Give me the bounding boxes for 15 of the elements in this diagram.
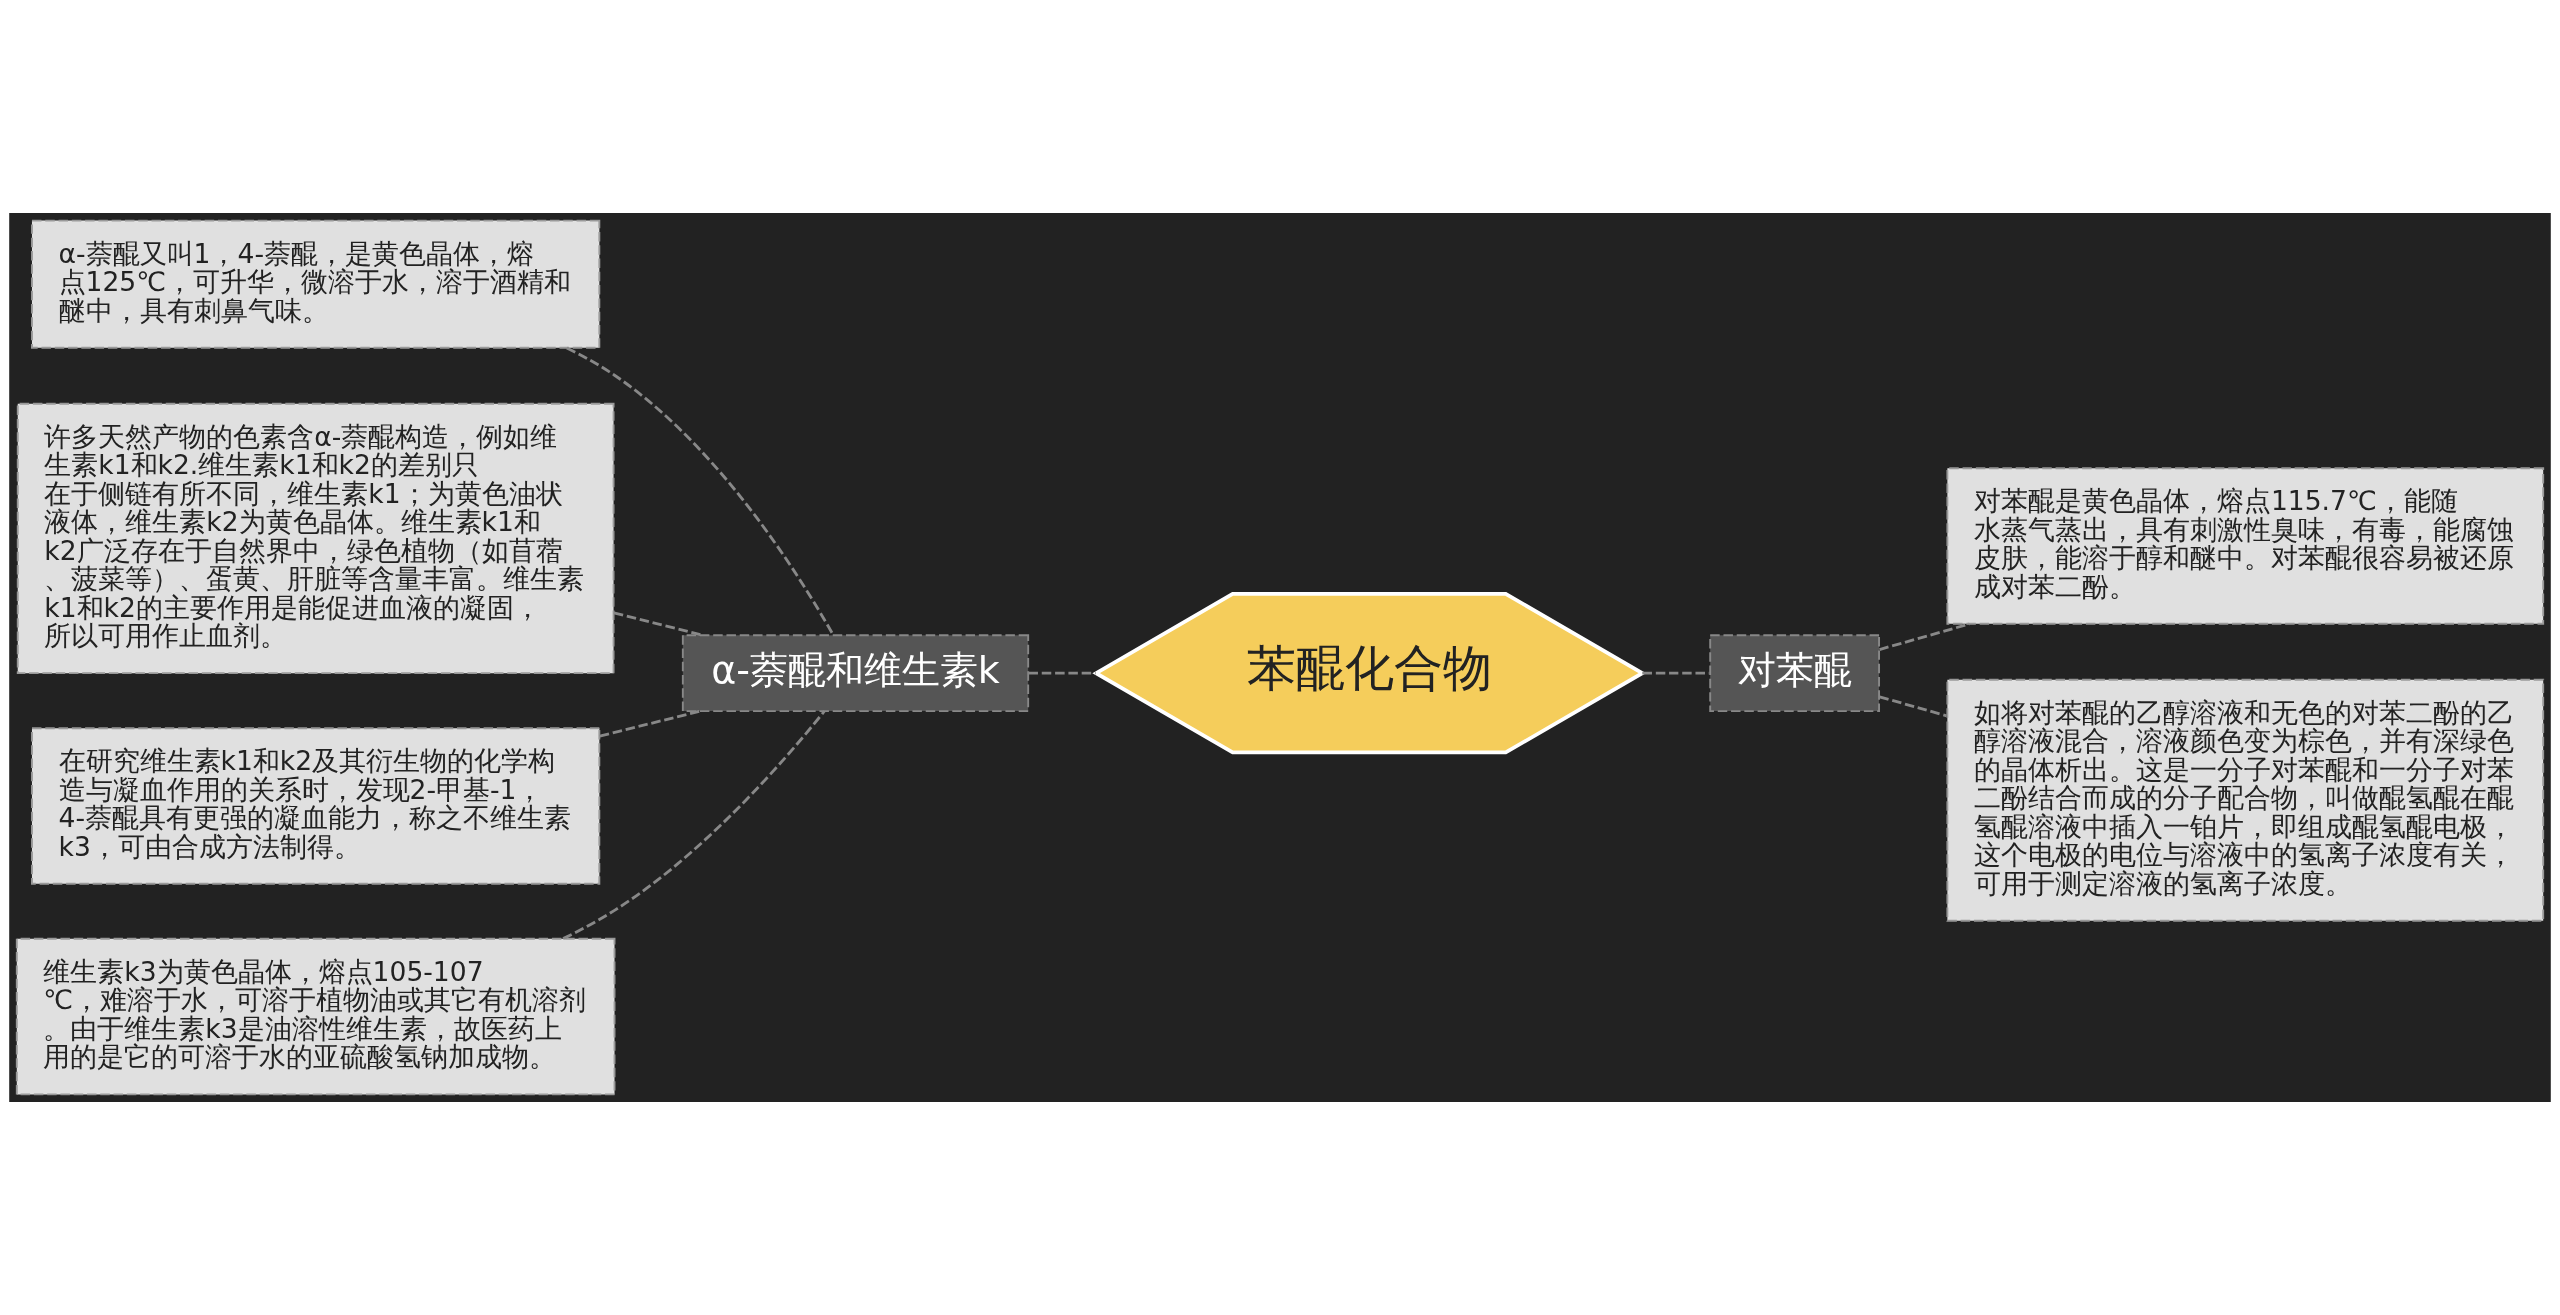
connector xyxy=(1879,695,1947,718)
connector xyxy=(599,709,701,738)
connector xyxy=(562,710,826,940)
node-box: 在研究维生素k1和k2及其衍生物的化学构造与凝血作用的关系时，发现2-甲基-1，4-萘醌具有更强的凝血能力，称之不维生素k3，可由合成方法制得。 xyxy=(31,727,601,885)
connector xyxy=(566,346,835,636)
connector xyxy=(613,611,703,637)
node-box: α-萘醌又叫1，4-萘醌，是黄色晶体，熔点125℃，可升华，微溶于水，溶于酒精和醚中，具有刺鼻气味。 xyxy=(31,219,601,349)
node-box: 许多天然产物的色素含α-萘醌构造，例如维生素k1和k2.维生素k1和k2的差别只在于侧链有所不同，维生素k1；为黄色油状液体，维生素k2为黄色晶体。维生素k1和k2广泛存在于自然界中，绿色植物（如苜蓿、菠菜等）、蛋黄、肝脏等含量丰富。维生素k1和k2的主要作用是能促进血液的凝固，所以可用作止血剂。 xyxy=(16,402,615,675)
node-box: α-萘醌和维生素k xyxy=(681,634,1030,713)
connector xyxy=(1028,671,1096,675)
node-box: 对苯醌 xyxy=(1709,634,1880,713)
connector xyxy=(1879,622,1970,651)
node-box: 对苯醌是黄色晶体，熔点115.7℃，能随水蒸气蒸出，具有刺激性臭味，有毒，能腐蚀皮肤，能溶于醇和醚中。对苯醌很容易被还原成对苯二酚。 xyxy=(1946,467,2545,625)
node-box: 维生素k3为黄色晶体，熔点105-107℃，难溶于水，可溶于植物油或其它有机溶剂。由于维生素k3是油溶性维生素，故医药上用的是它的可溶于水的亚硫酸氢钠加成物。 xyxy=(15,937,616,1096)
node-box: 如将对苯醌的乙醇溶液和无色的对苯二酚的乙醇溶液混合，溶液颜色变为棕色，并有深绿色的晶体析出。这是一分子对苯醌和一分子对苯二酚结合而成的分子配合物，叫做醌氢醌在醌氢醌溶液中插入一铂片，即组成醌氢醌电极，这个电极的电位与溶液中的氢离子浓度有关，可用于测定溶液的氢离子浓度。 xyxy=(1946,678,2545,922)
